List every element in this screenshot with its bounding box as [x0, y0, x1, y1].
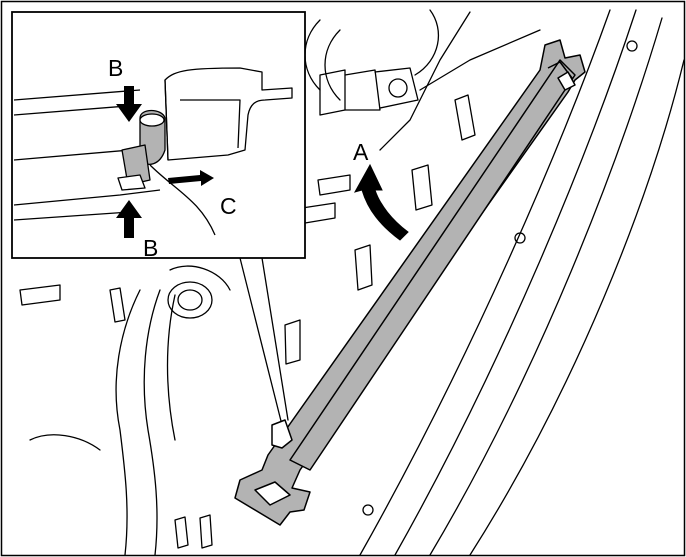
chassis-rail-3: [429, 17, 663, 556]
panel-edge-2: [379, 11, 471, 151]
cable-bundle-1: [115, 289, 141, 556]
cable-upper-2: [324, 29, 341, 101]
screw-hole-middle: [514, 232, 526, 244]
inset-bracket: [164, 67, 293, 161]
clip-body: [121, 144, 151, 186]
arrow-a-shape: [353, 163, 409, 241]
chassis-rail-1: [359, 9, 611, 556]
grommet-lip: [169, 265, 231, 291]
grommet-inner: [177, 289, 203, 311]
inset-rail-5: [13, 211, 131, 221]
arrow-b-down: [116, 86, 142, 122]
tab-4: [284, 319, 301, 365]
screw-hole-bottom: [362, 504, 374, 516]
bottom-tab-1: [174, 516, 189, 549]
left-tab-1: [109, 287, 126, 323]
arrow-c: [168, 170, 214, 186]
label-b-top: B: [108, 55, 123, 81]
panel-edge-1: [419, 29, 541, 91]
inset-wire: [149, 164, 216, 236]
label-b-bottom: B: [143, 235, 158, 261]
screw-hole-top: [626, 40, 638, 52]
slot-1: [317, 174, 351, 196]
label-a: A: [353, 139, 369, 165]
cable-bundle-2: [143, 289, 161, 556]
clip-top-cap: [139, 113, 165, 127]
tab-2: [411, 164, 433, 211]
inset-rail-4: [13, 189, 161, 206]
connector-head: [344, 69, 381, 111]
grommet: [167, 281, 213, 319]
tab-3: [354, 244, 373, 291]
leader-line-left: [239, 257, 283, 426]
left-slot: [19, 284, 61, 306]
part-end-slot-top: [557, 71, 576, 91]
inset-rail-1: [13, 89, 141, 101]
shaded-part-face: [289, 59, 576, 471]
leader-line-right: [261, 257, 289, 421]
left-wire: [29, 434, 101, 451]
callout-inset: B B C: [11, 11, 306, 261]
bottom-tab-2: [199, 514, 213, 549]
tab-1: [454, 94, 476, 141]
inset-bracket-edge: [164, 79, 169, 161]
hook: [271, 419, 293, 449]
clip-foot: [117, 174, 146, 191]
connector-ring: [388, 78, 408, 98]
chassis-rail-2: [394, 9, 637, 556]
arrow-b-up: [116, 200, 142, 238]
connector-wire: [414, 9, 440, 76]
chassis-rail-4: [469, 59, 685, 556]
arrow-a: [353, 163, 409, 241]
inset-rail-3: [13, 149, 131, 161]
label-c: C: [220, 193, 237, 219]
connector-tip: [374, 67, 419, 109]
part-end-notch-bottom: [254, 481, 291, 506]
inset-bracket-inner: [180, 99, 241, 149]
